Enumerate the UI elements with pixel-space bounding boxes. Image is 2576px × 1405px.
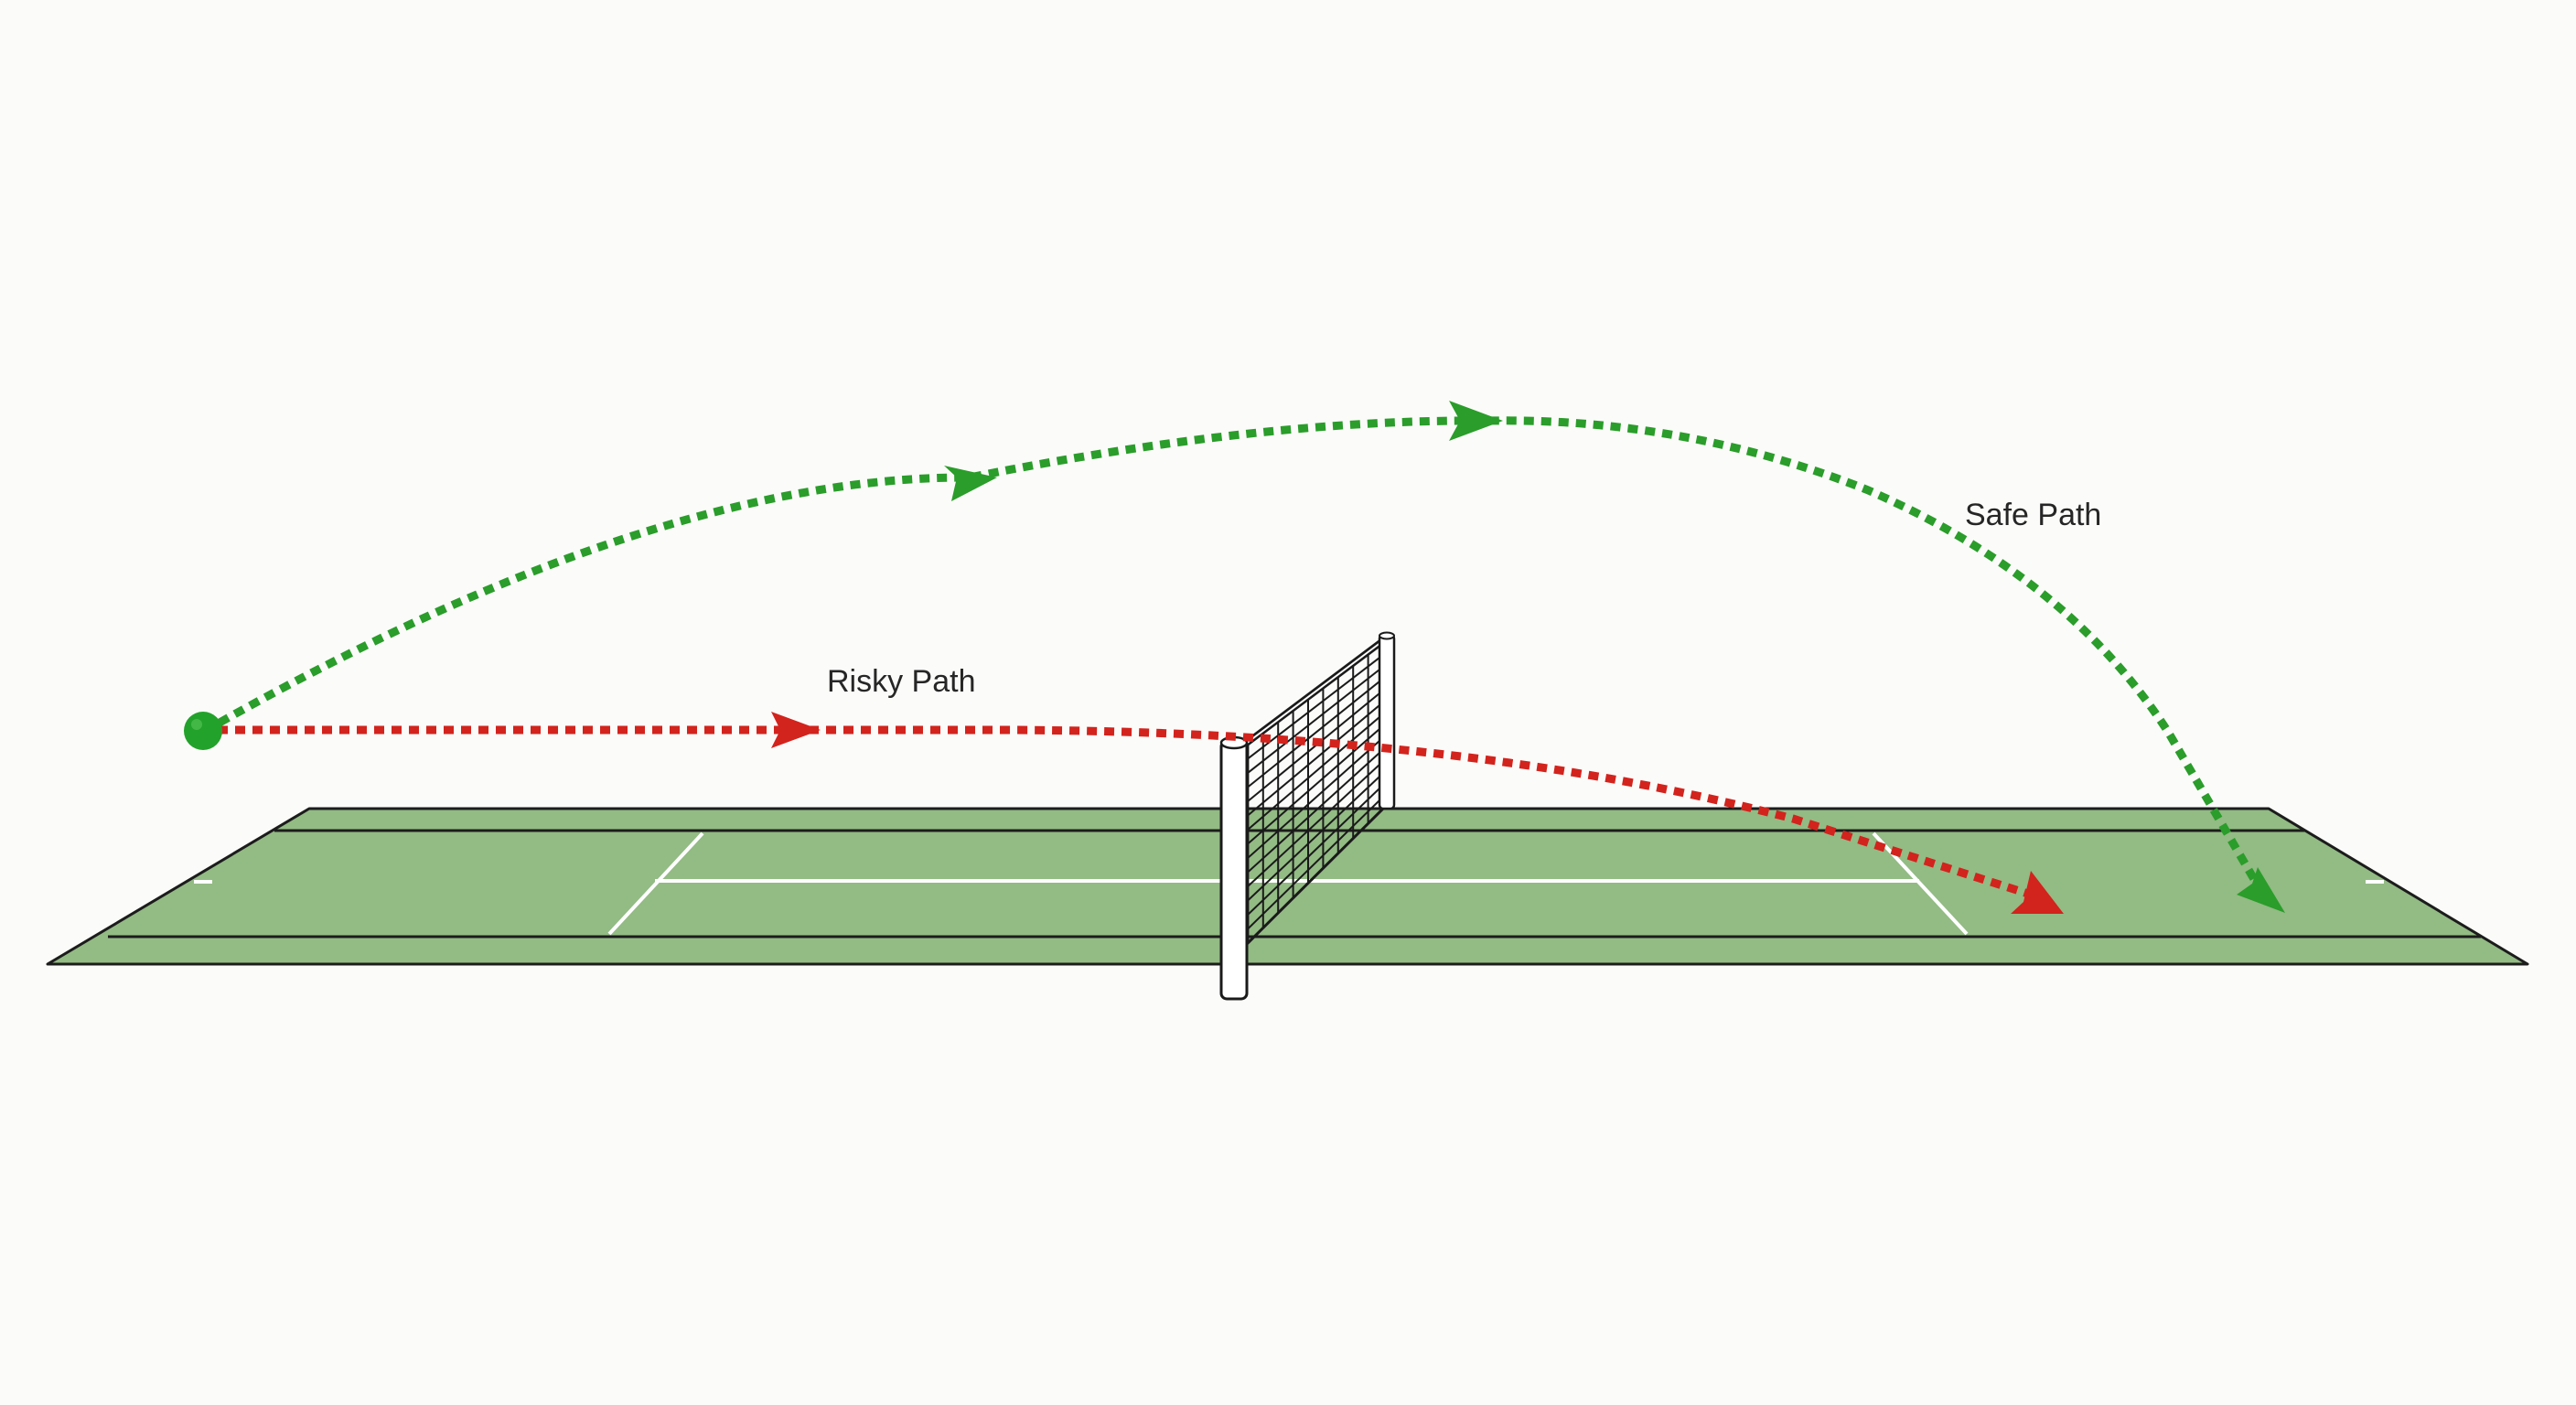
- safe-path-arrow-3: [2237, 867, 2285, 913]
- risky-path-arrow-2: [2011, 871, 2064, 914]
- near-net-post: [1219, 739, 1249, 1001]
- net-mesh-horizontal: [1233, 701, 1383, 829]
- risky-path-label: Risky Path: [827, 664, 976, 699]
- net-mesh-horizontal: [1233, 724, 1383, 858]
- risky-path-line: [218, 725, 2033, 899]
- tennis-ball-highlight: [191, 719, 202, 730]
- net-top-band-highlight: [1234, 641, 1382, 753]
- tennis-court: [46, 807, 2529, 966]
- tennis-ball: [184, 712, 222, 750]
- safe-path-label: Safe Path: [1965, 498, 2101, 532]
- net-mesh-horizontal: [1233, 678, 1383, 800]
- safe-path-arrow-2: [1449, 401, 1503, 441]
- net-top-band: [1231, 638, 1385, 754]
- net-mesh-horizontal: [1233, 713, 1383, 843]
- right-service-line: [1872, 831, 1969, 936]
- safe-path: Safe Path: [217, 401, 2285, 913]
- net-mesh-horizontal: [1233, 772, 1383, 916]
- net-mesh-horizontal: [1233, 654, 1383, 771]
- net-mesh-horizontal: [1233, 736, 1383, 873]
- left-service-line: [607, 831, 704, 936]
- net-mesh-horizontal: [1233, 689, 1383, 814]
- net-mesh-horizontal: [1233, 784, 1383, 930]
- net-mesh-horizontal: [1233, 748, 1383, 886]
- safe-path-line: [217, 416, 2270, 904]
- net-mesh-horizontal: [1233, 796, 1383, 944]
- risky-path-arrow-1: [771, 712, 821, 748]
- risky-path: Risky Path: [218, 664, 2064, 914]
- court-surface: [46, 807, 2529, 966]
- safe-path-arrow-1: [944, 466, 997, 501]
- far-net-post-cap: [1379, 631, 1395, 640]
- net-mesh-horizontal: [1233, 760, 1383, 901]
- net-mesh-horizontal: [1233, 666, 1383, 786]
- far-net-post: [1378, 633, 1396, 810]
- net-mesh: [1233, 654, 1383, 944]
- tennis-net: [1219, 631, 1396, 1001]
